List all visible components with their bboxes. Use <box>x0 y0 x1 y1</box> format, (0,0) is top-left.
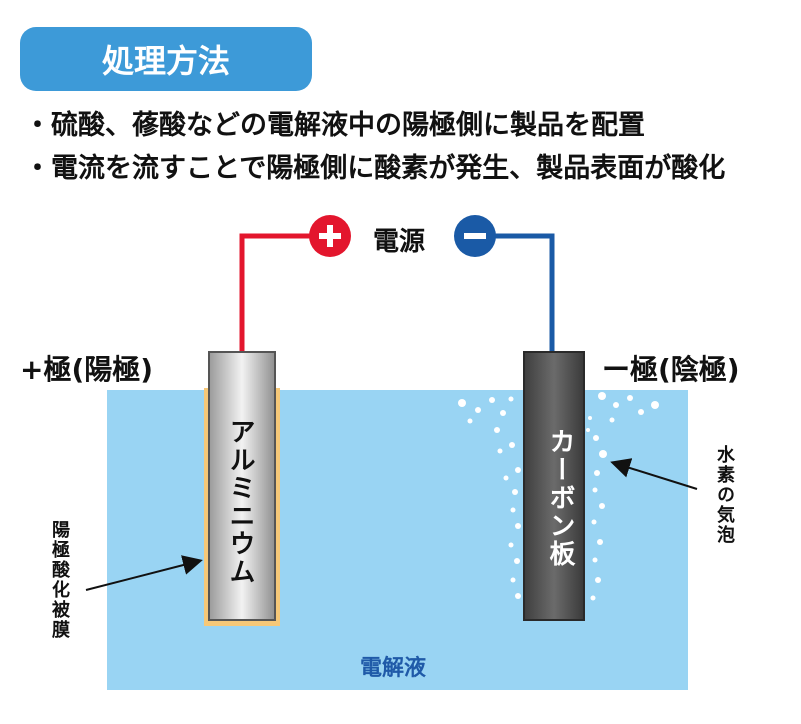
aluminum-label: アルミニウム <box>225 418 255 586</box>
section-title: 処理方法 <box>101 42 230 80</box>
aluminum-anode <box>208 351 276 621</box>
carbon-cathode <box>523 351 585 621</box>
negative-electrode-label: ー極(陰極) <box>602 353 740 386</box>
hydrogen-bubble-label: 水素の気泡 <box>714 445 735 545</box>
power-supply-label: 電源 <box>373 227 426 257</box>
bullet-point-1: ・硫酸、蓚酸などの電解液中の陽極側に製品を配置 <box>24 110 645 141</box>
negative-terminal-icon <box>454 215 496 257</box>
positive-terminal-icon <box>309 215 351 257</box>
electrolyte-tank <box>107 390 688 690</box>
electrolyte-label: 電解液 <box>360 656 427 681</box>
positive-wire <box>239 233 310 352</box>
hydrogen-bubbles <box>458 392 659 601</box>
carbon-plate-label: カーボン板 <box>545 428 575 568</box>
bubble-arrow <box>610 458 698 490</box>
positive-electrode-label: +極(陽極) <box>20 353 154 386</box>
section-title-badge: 処理方法 <box>20 27 312 91</box>
oxide-film-arrow <box>85 555 203 591</box>
negative-wire <box>484 233 555 352</box>
bullet-point-2: ・電流を流すことで陽極側に酸素が発生、製品表面が酸化 <box>24 153 726 184</box>
anodic-film-label: 陽極酸化被膜 <box>49 520 70 640</box>
